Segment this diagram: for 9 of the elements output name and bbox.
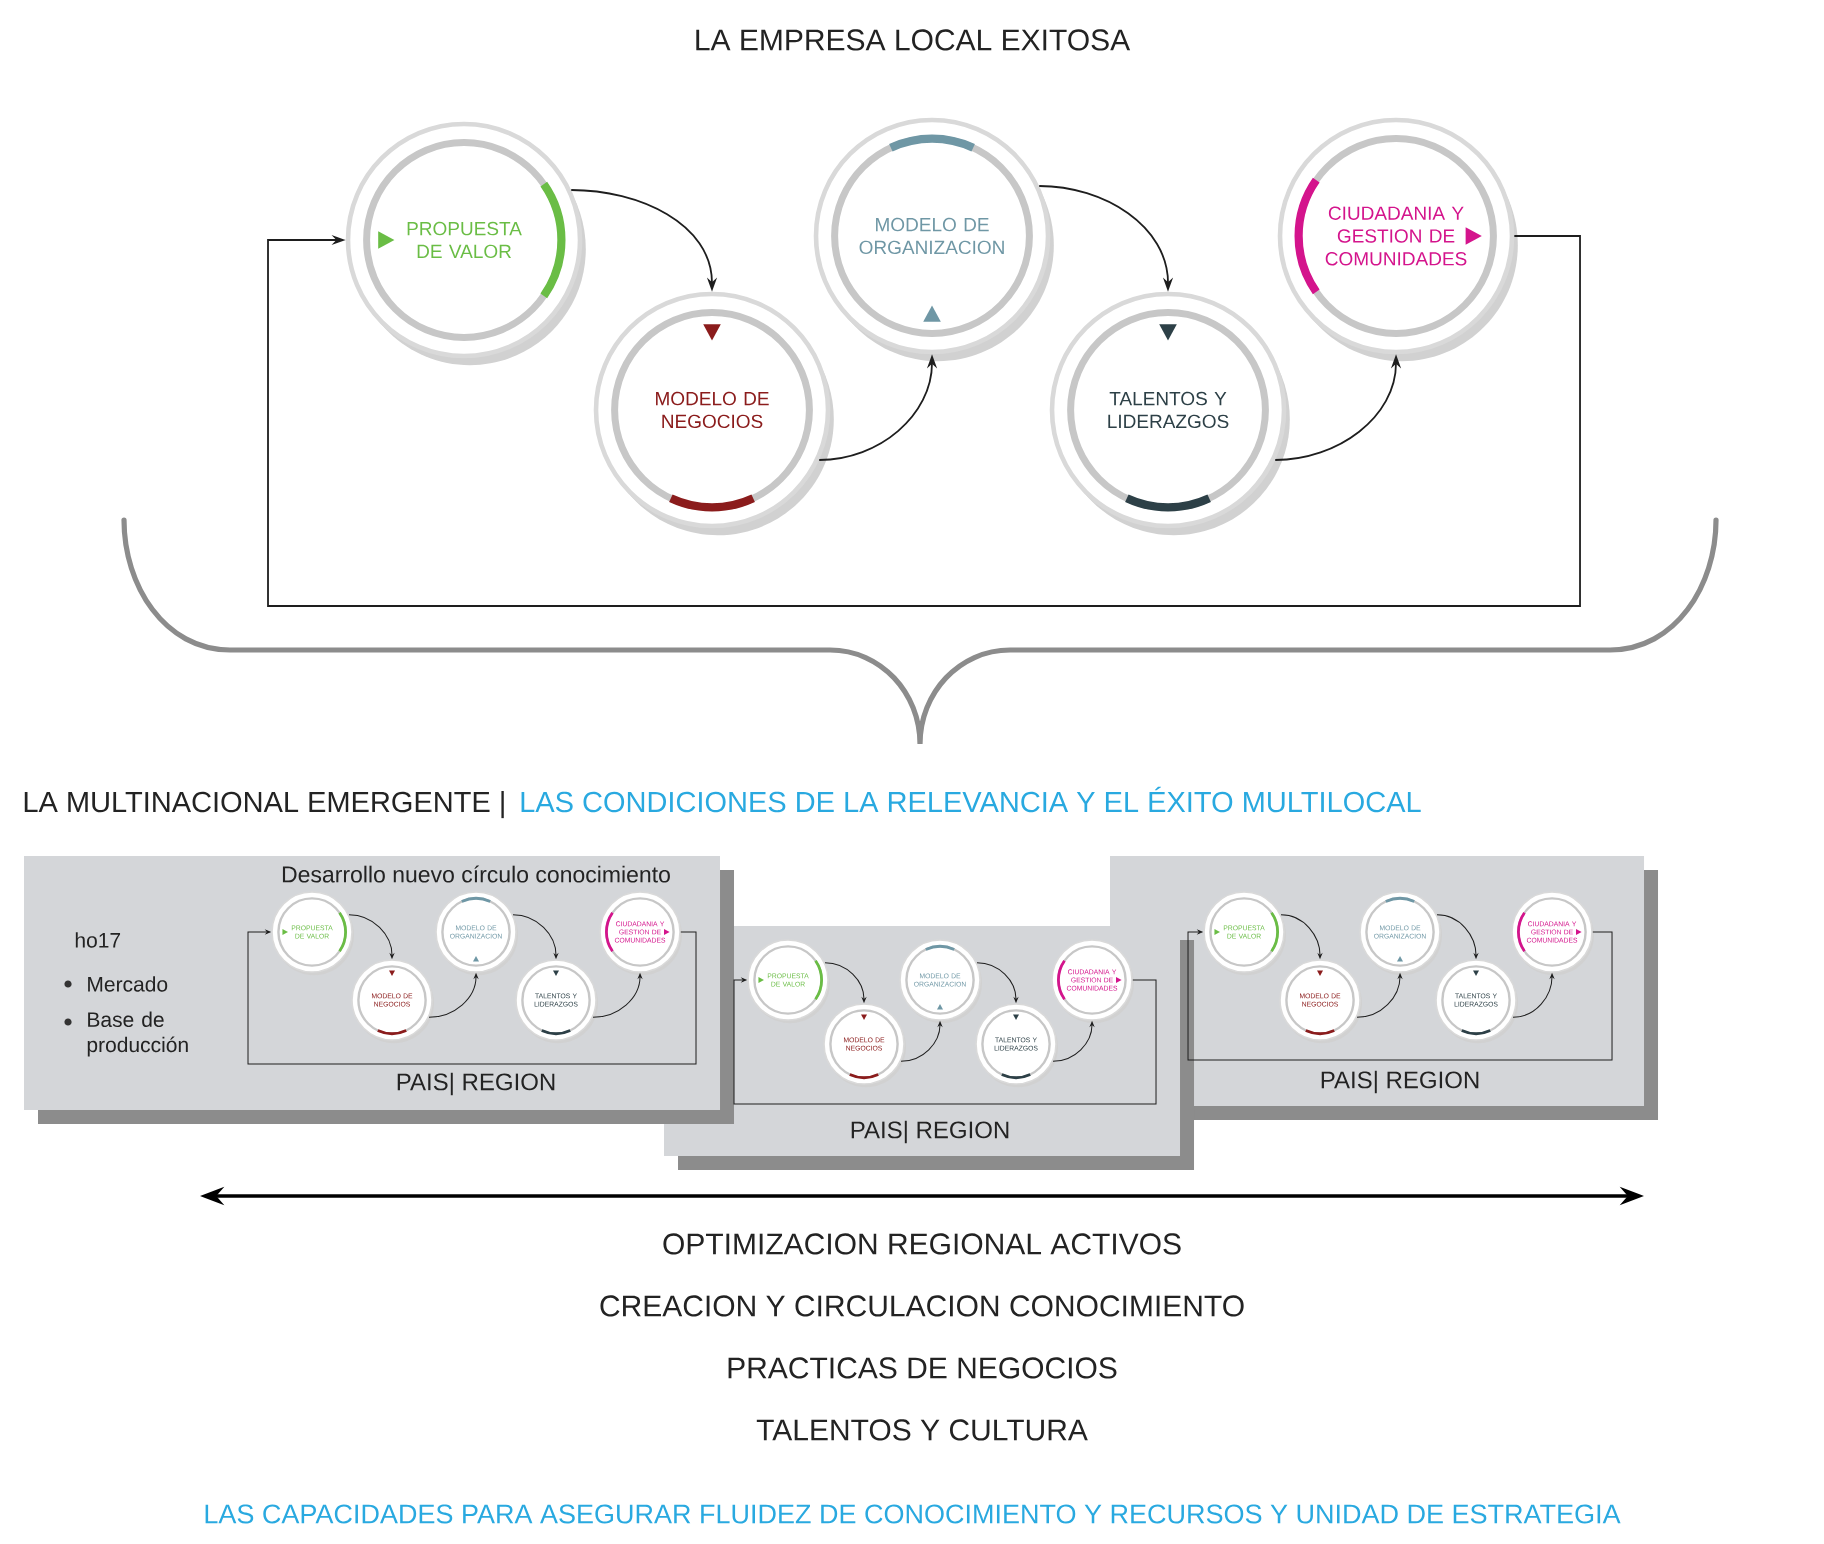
footer-text: LAS CAPACIDADES PARA ASEGURAR FLUIDEZ DE CONOCIMIENTO Y RECURSOS Y UNIDAD DE ESTRATEGIA bbox=[205, 1504, 1621, 1524]
capability-line: OPTIMIZACION REGIONAL ACTIVOS bbox=[663, 1233, 1181, 1255]
capability-line: TALENTOS Y CULTURA bbox=[756, 1419, 1088, 1441]
title: LA EMPRESA LOCAL EXITOSA bbox=[696, 29, 1131, 51]
arrow bbox=[267, 234, 1581, 607]
heading: LA MULTINACIONAL EMERGENTE | bbox=[24, 791, 504, 819]
capability-line: PRACTICAS DE NEGOCIOS bbox=[728, 1357, 1117, 1379]
capability-line: CREACION Y CIRCULACION CONOCIMIENTO bbox=[600, 1295, 1244, 1317]
heading: LAS CONDICIONES DE LA RELEVANCIA Y EL ÉXITO MULTILOCAL bbox=[521, 786, 1421, 813]
